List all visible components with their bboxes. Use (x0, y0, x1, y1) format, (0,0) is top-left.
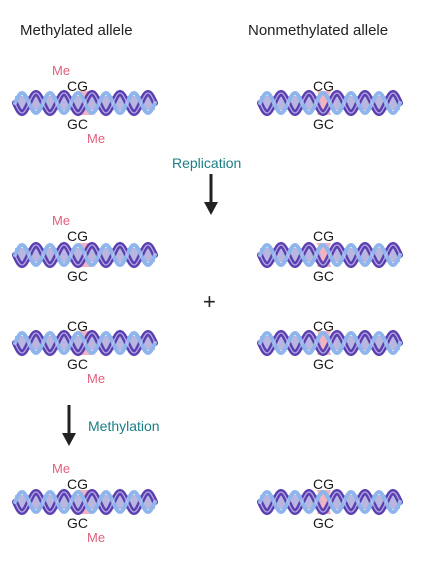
gc-label: GC (313, 116, 334, 132)
cg-label: CG (313, 78, 334, 94)
plus-sign: + (203, 289, 216, 314)
dna-helix (12, 89, 158, 117)
me-label: Me (87, 371, 106, 386)
dna-helix (12, 329, 158, 357)
me-label: Me (52, 213, 71, 228)
cg-label: CG (313, 476, 334, 492)
gc-label: GC (67, 116, 88, 132)
gc-label: GC (313, 515, 334, 531)
dna-helix (257, 241, 403, 269)
dna-helix (257, 89, 403, 117)
me-label: Me (87, 131, 106, 146)
methylated-allele-header: Methylated allele (20, 22, 133, 39)
dna-helix (12, 241, 158, 269)
dna-helix (257, 329, 403, 357)
cg-label: CG (313, 228, 334, 244)
gc-label: GC (313, 268, 334, 284)
gc-label: GC (313, 356, 334, 372)
dna-helix (257, 488, 403, 516)
gc-label: GC (67, 515, 88, 531)
me-label: Me (52, 63, 71, 78)
replication-label: Replication (172, 155, 242, 171)
down-arrow-icon (62, 405, 76, 446)
down-arrow-icon (204, 174, 218, 215)
cg-label: CG (67, 78, 88, 94)
gc-label: GC (67, 356, 88, 372)
cg-label: CG (67, 228, 88, 244)
methylation-label: Methylation (88, 418, 160, 434)
me-label: Me (87, 530, 106, 545)
nonmethylated-allele-header: Nonmethylated allele (248, 22, 389, 39)
cg-label: CG (313, 318, 334, 334)
gc-label: GC (67, 268, 88, 284)
cg-label: CG (67, 318, 88, 334)
me-label: Me (52, 461, 71, 476)
cg-label: CG (67, 476, 88, 492)
dna-helix (12, 488, 158, 516)
